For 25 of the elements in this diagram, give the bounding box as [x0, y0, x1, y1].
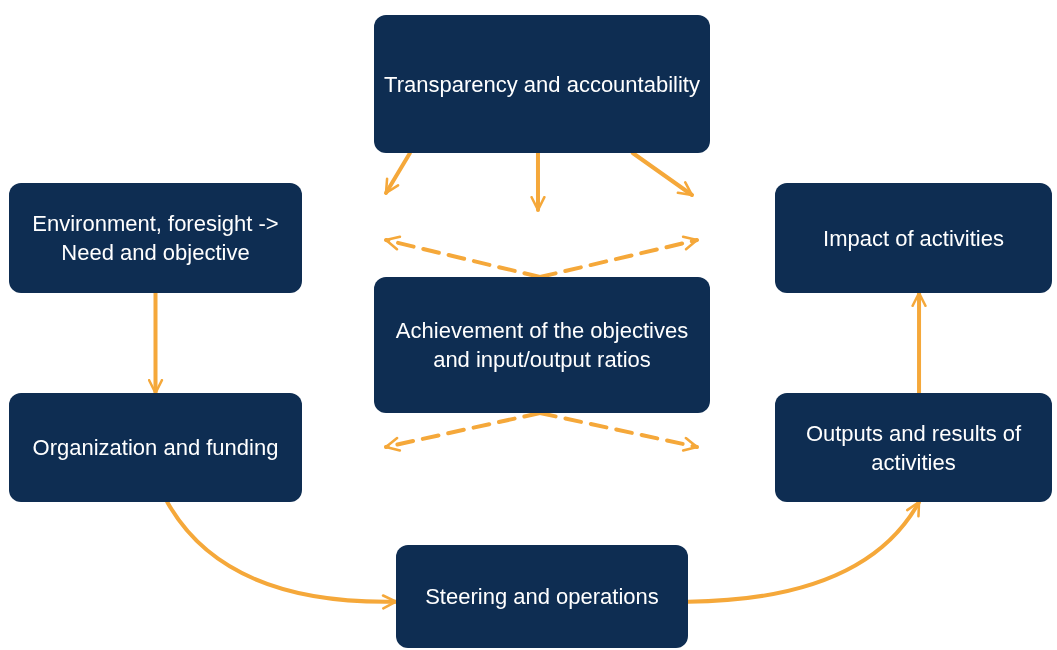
process-box [9, 183, 302, 293]
arrow [384, 151, 412, 195]
arrow [630, 151, 694, 197]
arrow [384, 235, 542, 279]
arrow [686, 500, 922, 604]
box-text: Steering and operations [425, 583, 659, 611]
process-box [396, 545, 688, 648]
process-box [775, 393, 1052, 502]
arrow [538, 411, 699, 452]
arrow [530, 151, 546, 212]
process-box [374, 277, 710, 413]
box-text: Transparency and accountability [384, 70, 700, 99]
process-box [9, 393, 302, 502]
arrow [165, 500, 398, 610]
box-text: Outputs and results of activities [804, 419, 1023, 477]
arrow [147, 291, 164, 395]
box-text: Organization and funding [32, 434, 279, 462]
arrow [911, 291, 927, 395]
process-box [374, 15, 710, 153]
box-text: Environment, foresight -> Need and objective [31, 210, 280, 267]
arrow [538, 235, 699, 279]
box-text: Impact of activities [823, 224, 1004, 253]
box-text: Achievement of the objectives and input/output ratios [394, 317, 690, 374]
process-box [775, 183, 1052, 293]
arrow [384, 411, 542, 452]
